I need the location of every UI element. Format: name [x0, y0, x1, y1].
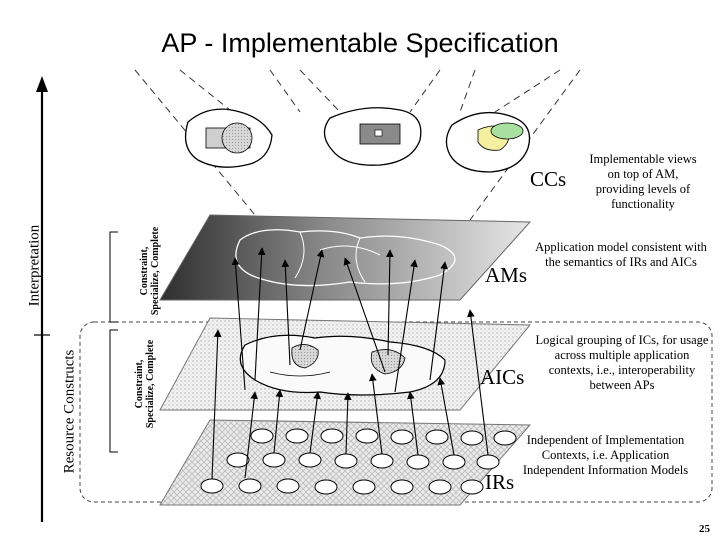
interpretation-arrowhead: [36, 76, 48, 92]
description-ams: Application model consistent with the se…: [535, 240, 707, 269]
upper-bracket-label: Constraint, Specialize, Complete: [139, 226, 161, 316]
am-outline: [235, 229, 456, 287]
am-inner-lines: [294, 231, 381, 283]
cc-view-2: [323, 107, 422, 166]
page-number: 25: [699, 523, 710, 535]
layer-label-ams: AMs: [485, 263, 528, 287]
slide-title: AP - Implementable Specification: [161, 28, 559, 58]
lower-bracket-label: Constraint, Specialize, Complete: [134, 339, 156, 429]
am-plane: [159, 214, 532, 301]
mapping-arrows: [211, 247, 489, 480]
lower-bracket: [109, 329, 118, 453]
upper-bracket: [109, 231, 118, 323]
aic-inner-line: [269, 371, 331, 377]
resource-constructs-label: Resource Constructs: [61, 349, 78, 474]
description-aics: Logical grouping of ICs, for usage acros…: [535, 333, 709, 392]
layer-label-aics: AICs: [480, 365, 525, 389]
layer-label-ccs: CCs: [530, 167, 567, 191]
projection-lines: [134, 69, 581, 221]
cc-view-3: [445, 111, 531, 173]
description-ccs: Implementable views on top of AM, provid…: [589, 152, 697, 211]
interpretation-label: Interpretation: [26, 224, 43, 307]
layer-label-irs: IRs: [485, 470, 515, 494]
cc-view-1: [184, 108, 273, 168]
description-irs: Independent of Implementation Contexts, …: [522, 433, 689, 477]
aic-blob-1: [291, 344, 319, 369]
ir-nodes: [200, 428, 517, 495]
